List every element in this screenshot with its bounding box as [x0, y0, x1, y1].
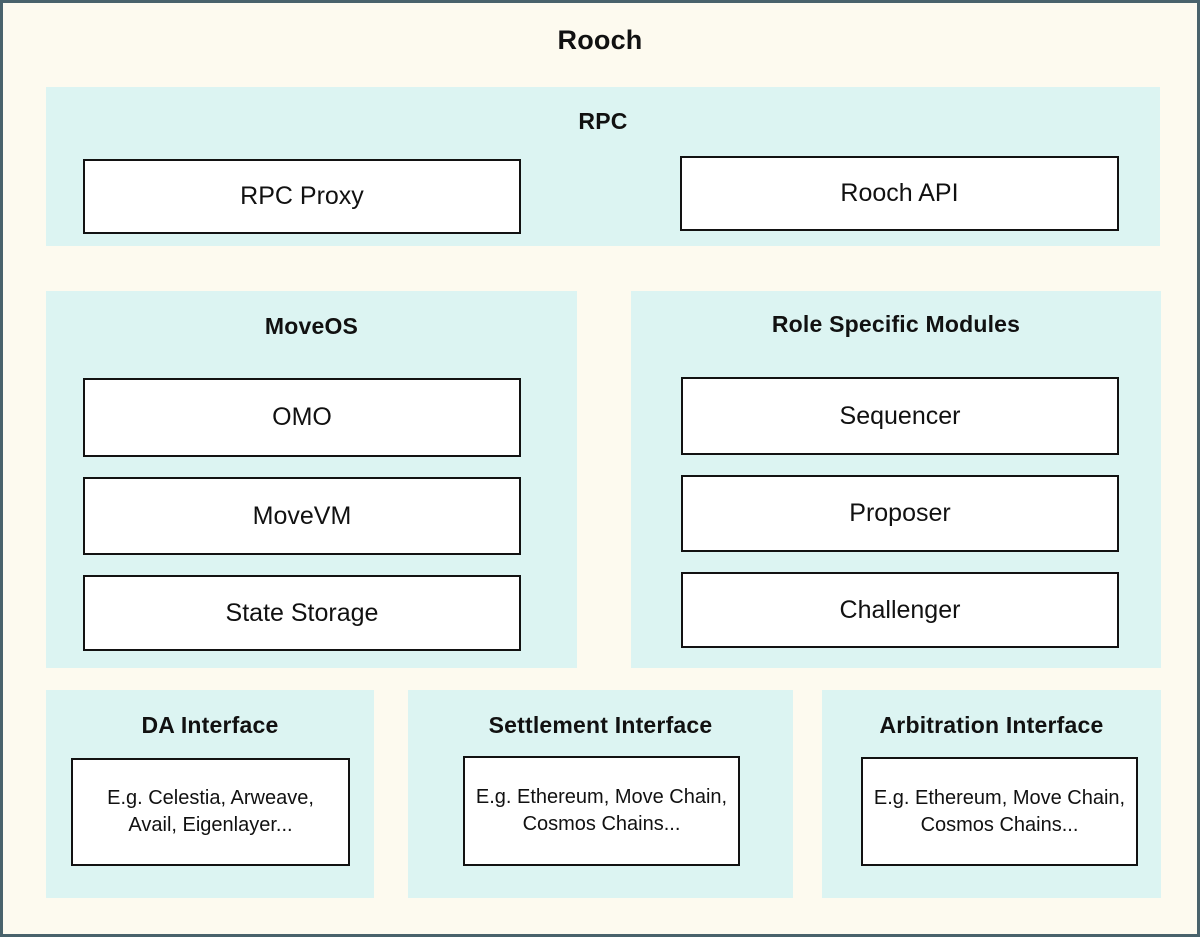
group-da-interface: DA Interface E.g. Celestia, Arweave, Ava… [46, 690, 374, 898]
group-moveos: MoveOS OMO MoveVM State Storage [46, 291, 577, 668]
group-arbitration-interface: Arbitration Interface E.g. Ethereum, Mov… [822, 690, 1161, 898]
node-label-omo: OMO [272, 403, 332, 432]
node-state-storage[interactable]: State Storage [83, 575, 521, 651]
node-label-arbitration-examples: E.g. Ethereum, Move Chain, Cosmos Chains… [873, 786, 1126, 836]
node-proposer[interactable]: Proposer [681, 475, 1119, 552]
node-label-challenger: Challenger [839, 595, 961, 624]
group-role-specific-modules: Role Specific Modules Sequencer Proposer… [631, 291, 1161, 668]
node-label-rpc-proxy: RPC Proxy [240, 182, 364, 211]
node-movevm[interactable]: MoveVM [83, 477, 521, 555]
group-title-da-interface: DA Interface [141, 712, 279, 738]
group-title-rpc: RPC [578, 108, 628, 134]
node-settlement-examples[interactable]: E.g. Ethereum, Move Chain, Cosmos Chains… [463, 756, 740, 866]
group-title-settlement-interface: Settlement Interface [488, 712, 713, 738]
node-omo[interactable]: OMO [83, 378, 521, 457]
group-title-arbitration-interface: Arbitration Interface [879, 712, 1104, 738]
node-label-sequencer: Sequencer [839, 401, 961, 430]
node-da-examples[interactable]: E.g. Celestia, Arweave, Avail, Eigenlaye… [71, 758, 350, 866]
node-sequencer[interactable]: Sequencer [681, 377, 1119, 455]
page-title: Rooch [557, 25, 643, 55]
node-arbitration-examples[interactable]: E.g. Ethereum, Move Chain, Cosmos Chains… [861, 757, 1138, 866]
node-label-movevm: MoveVM [252, 501, 352, 530]
group-title-moveos: MoveOS [264, 313, 359, 339]
node-label-proposer: Proposer [849, 499, 951, 528]
node-rooch-api[interactable]: Rooch API [680, 156, 1119, 231]
group-settlement-interface: Settlement Interface E.g. Ethereum, Move… [408, 690, 793, 898]
node-label-da-examples: E.g. Celestia, Arweave, Avail, Eigenlaye… [107, 787, 314, 836]
group-title-role-specific-modules: Role Specific Modules [771, 311, 1021, 337]
node-rpc-proxy[interactable]: RPC Proxy [83, 159, 521, 234]
node-label-settlement-examples: E.g. Ethereum, Move Chain, Cosmos Chains… [475, 786, 728, 835]
group-rpc: RPC RPC Proxy Rooch API [46, 87, 1160, 246]
node-label-rooch-api: Rooch API [840, 179, 959, 208]
node-challenger[interactable]: Challenger [681, 572, 1119, 648]
node-label-state-storage: State Storage [225, 598, 379, 627]
